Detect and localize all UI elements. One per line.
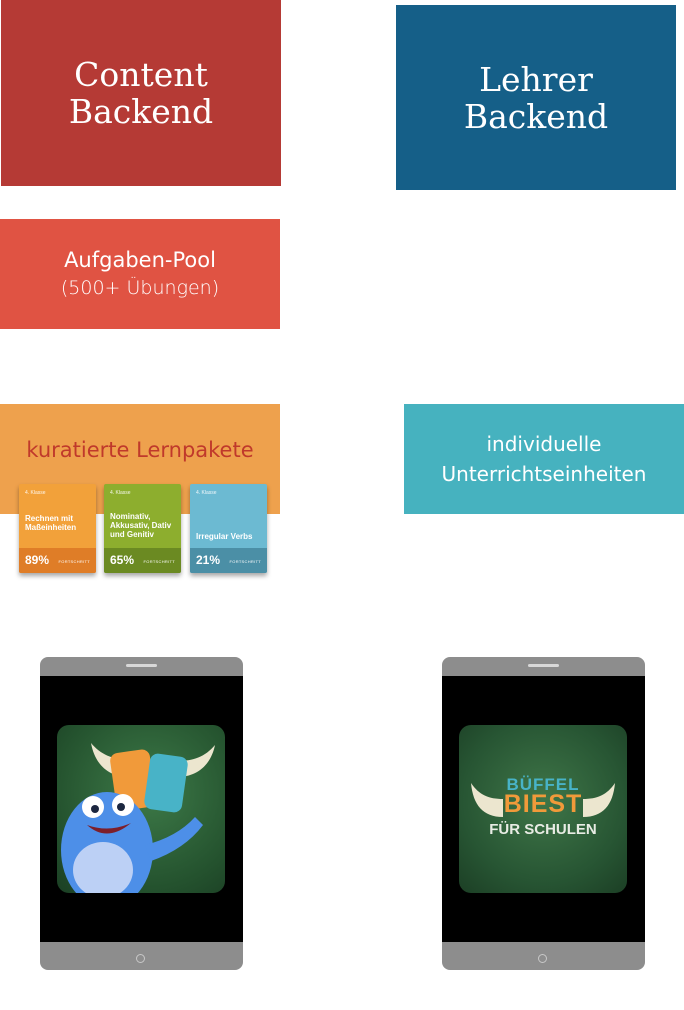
card-progress-bar: 65% FORTSCHRITT	[104, 548, 181, 573]
lernpaket-card-irregular-verbs[interactable]: 4. Klasse Irregular Verbs 21% FORTSCHRIT…	[190, 484, 267, 573]
lehrer-backend-box: Lehrer Backend	[396, 5, 676, 190]
bueffelbiest-fuer-schulen-app-icon[interactable]: BÜFFEL BIEST FÜR SCHULEN	[459, 725, 627, 893]
aufgaben-pool-count: (500+ Übungen)	[60, 277, 220, 299]
card-klasse: 4. Klasse	[110, 490, 131, 496]
lehrer-backend-line1: Lehrer	[479, 59, 593, 99]
card-progress-label: FORTSCHRITT	[143, 559, 175, 564]
lehrer-backend-line2: Backend	[463, 96, 609, 136]
card-progress-value: 89%	[25, 553, 50, 567]
tablet-left	[40, 657, 243, 970]
card-progress-value: 65%	[110, 553, 135, 567]
brand-line1: BÜFFEL	[506, 775, 580, 794]
tablet-speaker	[126, 664, 157, 667]
monster-logo-icon	[61, 743, 215, 893]
card-klasse: 4. Klasse	[196, 490, 217, 496]
lernpaket-card-grammatik[interactable]: 4. Klasse Nominativ, Akkusativ, Dativ un…	[104, 484, 181, 573]
card-klasse: 4. Klasse	[25, 490, 46, 496]
tablet-home-button[interactable]	[136, 954, 145, 963]
card-progress-label: FORTSCHRITT	[229, 559, 261, 564]
card-progress-label: FORTSCHRITT	[58, 559, 90, 564]
tablet-right: BÜFFEL BIEST FÜR SCHULEN	[442, 657, 645, 970]
lernpaket-card-rechnen[interactable]: 4. Klasse Rechnen mit Maßeinheiten 89% F…	[19, 484, 96, 573]
horns-icon	[471, 783, 615, 817]
tablet-speaker	[528, 664, 559, 667]
tablet-screen: BÜFFEL BIEST FÜR SCHULEN	[442, 676, 645, 942]
lernpakete-title: kuratierte Lernpakete	[26, 438, 254, 462]
aufgaben-pool-title: Aufgaben-Pool	[64, 248, 216, 272]
brand-line3: FÜR SCHULEN	[489, 821, 597, 838]
content-backend-line1: Content	[74, 55, 208, 94]
unterricht-line2: Unterrichtseinheiten	[441, 462, 647, 486]
content-backend-box: Content Backend	[1, 0, 281, 186]
unterrichtseinheiten-box: individuelle Unterrichtseinheiten	[404, 404, 684, 514]
card-title: Nominativ, Akkusativ, Dativ und Genitiv	[110, 512, 172, 539]
brand-line2: BIEST	[503, 790, 583, 818]
unterricht-line1: individuelle	[486, 432, 602, 456]
card-title: Irregular Verbs	[196, 532, 253, 541]
card-progress-bar: 89% FORTSCHRITT	[19, 548, 96, 573]
tablet-home-button[interactable]	[538, 954, 547, 963]
content-backend-line2: Backend	[68, 92, 214, 131]
card-progress-value: 21%	[196, 553, 221, 567]
card-title: Rechnen mit Maßeinheiten	[25, 514, 77, 532]
card-progress-bar: 21% FORTSCHRITT	[190, 548, 267, 573]
tablet-screen	[40, 676, 243, 942]
bueffelbiest-monster-app-icon[interactable]	[57, 725, 225, 893]
aufgaben-pool-box: Aufgaben-Pool (500+ Übungen)	[0, 219, 280, 329]
